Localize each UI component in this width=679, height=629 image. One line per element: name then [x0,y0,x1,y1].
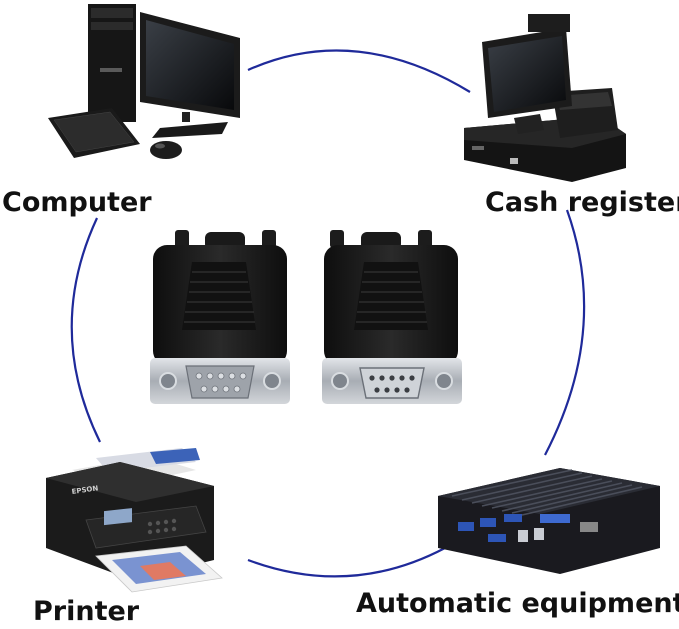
db9-male-connector [150,230,290,404]
cash-register-icon [464,14,626,182]
label-printer: Printer [33,596,140,627]
db9-female-connector [322,230,462,404]
label-computer: Computer [2,187,152,218]
label-cash-register: Cash register [485,187,679,218]
ring-arc-top [247,49,471,93]
ring-arc-bottom [247,547,446,578]
label-automatic-equipment: Automatic equipment [356,588,679,619]
ring-arc-left [70,217,101,443]
computer-icon [48,4,240,159]
industrial-pc-icon [438,468,660,574]
connection-ring [70,49,586,578]
ring-arc-right [544,209,586,456]
printer-brand: EPSON [71,484,99,496]
printer-icon: EPSON [46,448,223,593]
